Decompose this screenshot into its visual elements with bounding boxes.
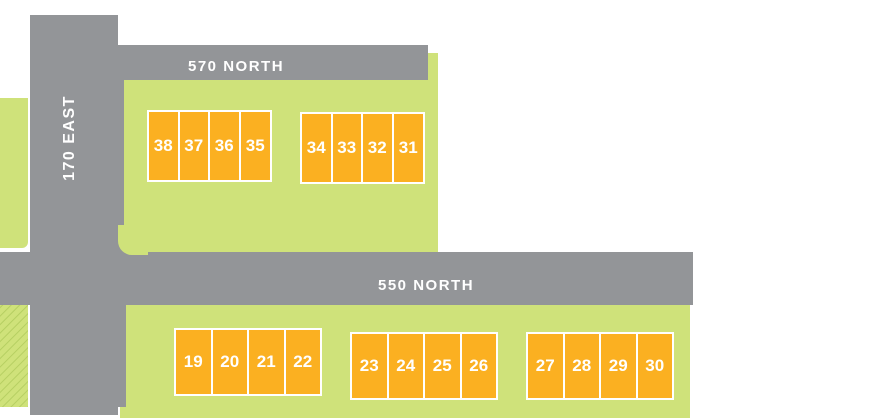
- road-label-550-north: 550 NORTH: [378, 277, 475, 294]
- lot-block-27-30: 27 28 29 30: [526, 332, 674, 400]
- parcel-left-lower-hatched: [0, 290, 28, 407]
- lot-38[interactable]: 38: [149, 112, 180, 180]
- lot-35[interactable]: 35: [240, 112, 270, 180]
- lot-block-23-26: 23 24 25 26: [350, 332, 498, 400]
- lot-block-38-35: 38 37 36 35: [147, 110, 272, 182]
- lot-24[interactable]: 24: [388, 334, 425, 398]
- road-label-170-east: 170 EAST: [61, 95, 78, 181]
- lot-36[interactable]: 36: [210, 112, 241, 180]
- lot-27[interactable]: 27: [528, 334, 565, 398]
- lot-22[interactable]: 22: [285, 330, 320, 394]
- road-550-north: [0, 252, 693, 305]
- lot-19[interactable]: 19: [176, 330, 213, 394]
- lot-34[interactable]: 34: [302, 114, 333, 182]
- lot-30[interactable]: 30: [637, 334, 672, 398]
- road-corner-upper-round: [118, 225, 148, 255]
- lot-25[interactable]: 25: [425, 334, 462, 398]
- lot-21[interactable]: 21: [249, 330, 286, 394]
- lot-20[interactable]: 20: [212, 330, 249, 394]
- road-label-570-north: 570 NORTH: [188, 58, 285, 75]
- lot-block-34-31: 34 33 32 31: [300, 112, 425, 184]
- lot-23[interactable]: 23: [352, 334, 389, 398]
- road-corner-upper: [110, 60, 124, 260]
- lot-29[interactable]: 29: [601, 334, 638, 398]
- lot-32[interactable]: 32: [363, 114, 394, 182]
- parcel-left-upper: [0, 98, 28, 248]
- lot-28[interactable]: 28: [564, 334, 601, 398]
- road-170-east: [30, 15, 118, 415]
- road-corner-lower: [116, 280, 126, 407]
- lot-37[interactable]: 37: [179, 112, 210, 180]
- parcel-north-cap: [426, 53, 438, 83]
- lot-block-19-22: 19 20 21 22: [174, 328, 322, 396]
- lot-26[interactable]: 26: [461, 334, 496, 398]
- road-570-north: [110, 45, 428, 80]
- lot-33[interactable]: 33: [332, 114, 363, 182]
- lot-31[interactable]: 31: [393, 114, 423, 182]
